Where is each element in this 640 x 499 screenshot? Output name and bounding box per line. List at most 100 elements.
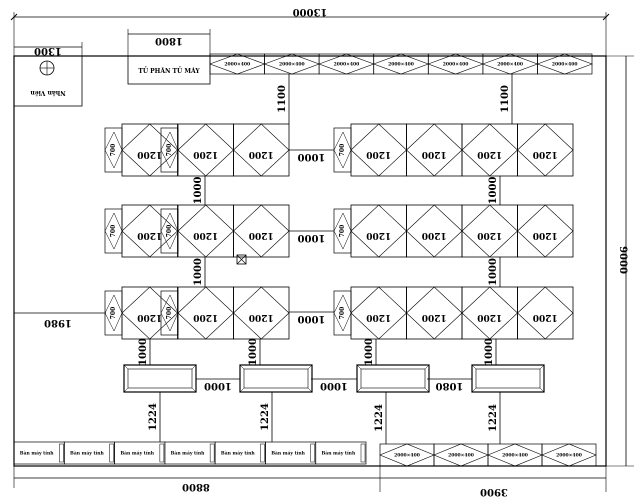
gap-row2-right-text: 1000	[488, 258, 499, 286]
top-strip-unit: 2000×400	[372, 53, 430, 75]
workstation-module: 1200	[233, 123, 290, 177]
dim-overall-width: 13000	[10, 6, 610, 56]
end-cap: 700	[160, 127, 179, 173]
end-cap: 700	[104, 127, 123, 173]
bottom-strip-unit-label: 2000×400	[448, 453, 474, 459]
bottom-strip-unit: 2000×400	[541, 443, 597, 467]
workstation-module: 1200	[177, 204, 234, 258]
workstation-module: 1200	[461, 286, 518, 340]
desk-gap-1-text: 1000	[138, 338, 149, 366]
bottom-right-text: 3900	[480, 486, 508, 497]
workstation-module: 1200	[350, 204, 407, 258]
gap-row1-left-text: 1000	[193, 177, 204, 205]
workstation-module: 1200	[406, 286, 463, 340]
end-cap: 700	[160, 290, 179, 336]
bench-unit: Bàn máy tính	[63, 441, 115, 465]
workstation-module: 1200	[350, 123, 407, 177]
bottom-strip-unit: 2000×400	[433, 443, 489, 467]
desk-wall-1-text: 1224	[148, 403, 159, 431]
bench-unit: Bàn máy tính	[214, 441, 266, 465]
desk-row	[123, 364, 545, 393]
top-strip-unit-label: 2000×400	[443, 62, 469, 68]
bottom-strip-unit-label: 2000×400	[556, 453, 582, 459]
gap-top-left-text: 1100	[277, 85, 288, 113]
end-cap: 700	[104, 290, 123, 336]
top-wall-strip: 2000×400 2000×400 2000×400 2000×400 2000×400…	[209, 53, 593, 75]
bottom-strip-unit-label: 2000×400	[502, 453, 528, 459]
top-strip-unit: 2000×400	[209, 53, 266, 75]
desk-wall-3-text: 1224	[374, 404, 385, 432]
gap-top-right-text: 1100	[500, 85, 511, 113]
end-cap-label: 700	[166, 307, 173, 320]
dim-entry: 1300	[14, 42, 83, 56]
top-strip-unit: 2000×400	[481, 53, 539, 75]
bottom-strip-unit: 2000×400	[487, 443, 543, 467]
top-strip-unit-label: 2000×400	[388, 62, 414, 68]
desk-h-2-text: 1000	[320, 380, 348, 391]
module-label: 1200	[533, 149, 558, 159]
module-label: 1200	[137, 149, 162, 159]
module-label: 1200	[422, 230, 447, 240]
workstation-block: 700 1200	[104, 204, 178, 258]
bench-label: Bàn máy tính	[321, 450, 355, 457]
workstation-module: 1200	[517, 286, 574, 340]
module-label: 1200	[137, 230, 162, 240]
workstation-block: 700 1200 1200 1200 1200	[333, 123, 574, 177]
teacher-desk	[239, 364, 313, 393]
bottom-left-text: 8800	[182, 481, 210, 492]
connectors: 1100 1100 1000 1000 1000 1000 1000 1000 1000 1000…	[138, 74, 513, 444]
end-cap: 700	[333, 290, 352, 336]
workstation-module: 1200	[350, 286, 407, 340]
module-label: 1200	[193, 149, 218, 159]
desk-wall-4-text: 1224	[488, 404, 499, 432]
staff-label: Nhân Viên	[30, 89, 66, 96]
workstation-block: 700 1200 1200	[160, 123, 290, 177]
teacher-desk	[471, 364, 545, 393]
desk-h-3-text: 1080	[436, 380, 464, 391]
workstation-module: 1200	[121, 204, 178, 258]
aisle-2-text: 1000	[298, 232, 326, 243]
desk-gap-2-text: 1000	[248, 338, 259, 366]
module-label: 1200	[533, 312, 558, 322]
staff-box: Nhân Viên	[13, 55, 83, 107]
desk-wall-2-text: 1224	[260, 403, 271, 431]
end-cap: 700	[333, 208, 352, 254]
workstation-module: 1200	[406, 204, 463, 258]
workstation-module: 1200	[233, 286, 290, 340]
workstation-module: 1200	[461, 204, 518, 258]
top-strip-unit-label: 2000×400	[552, 62, 578, 68]
cabinet-label: TỦ PHÂN TỦ MÁY	[138, 67, 200, 75]
teacher-desk	[356, 364, 430, 393]
end-cap-label: 700	[110, 225, 117, 238]
module-label: 1200	[366, 149, 391, 159]
workstation-block: 700 1200 1200	[160, 204, 290, 258]
module-label: 1200	[249, 230, 274, 240]
aisle-1-text: 1000	[298, 151, 326, 162]
room-outline	[13, 55, 607, 467]
module-label: 1200	[422, 149, 447, 159]
end-cap-label: 700	[110, 144, 117, 157]
dim-bottom: 8800 3900	[13, 466, 607, 497]
bench-unit: Bàn máy tính	[164, 441, 216, 465]
bottom-strip-unit: 2000×400	[379, 443, 435, 467]
module-label: 1200	[193, 312, 218, 322]
bench-label: Bàn máy tính	[20, 450, 54, 457]
workstation-module: 1200	[177, 286, 234, 340]
end-cap-label: 700	[166, 225, 173, 238]
workstation-module: 1200	[233, 204, 290, 258]
end-cap-label: 700	[339, 144, 346, 157]
top-strip-unit-label: 2000×400	[334, 62, 360, 68]
bench-label: Bàn máy tính	[120, 450, 154, 457]
end-cap-label: 700	[110, 307, 117, 320]
top-strip-unit: 2000×400	[427, 53, 484, 75]
teacher-desk	[123, 364, 197, 393]
end-cap-label: 700	[166, 144, 173, 157]
workstation-module: 1200	[461, 123, 518, 177]
module-label: 1200	[477, 149, 502, 159]
bench-label: Bàn máy tính	[221, 450, 255, 457]
gap-row1-right-text: 1000	[488, 177, 499, 205]
top-strip-unit-label: 2000×400	[497, 62, 523, 68]
bench-label: Bàn máy tính	[171, 450, 205, 457]
